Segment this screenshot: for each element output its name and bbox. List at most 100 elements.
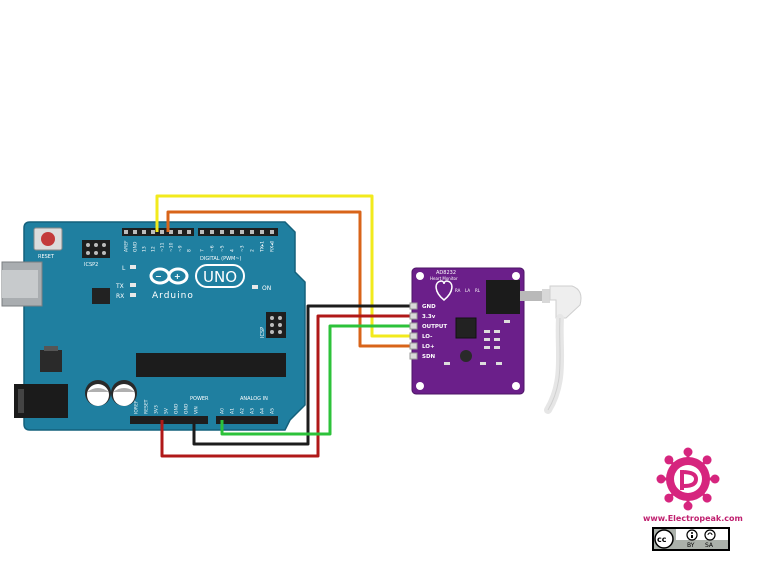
sensor-led [460,350,472,362]
digital-pin-label: 13 [142,246,148,252]
cc-icon [654,529,674,549]
analog-pin-label: A2 [240,408,246,414]
digital-pin-label: GND [133,241,139,252]
arduino-logo: − + Arduino UNO [149,264,245,301]
power-header [130,416,208,424]
digital-pin-label: ~11 [160,242,166,252]
sensor-pin-pad [409,312,418,320]
digital-pin-label: ~10 [169,242,175,252]
digital-pin-label: 12 [151,246,157,252]
license-sa: SA [705,542,714,549]
digital-pin-label: TX▸1 [260,241,266,253]
digital-label: DIGITAL (PWM~) [200,256,242,262]
led-label-l: L [122,265,126,272]
sa-icon [704,529,716,541]
wire-red [160,314,414,458]
digital-pin-socket [151,230,155,234]
arduino-uno-board: RESET ICSP2 L TX RX − + Arduino UNO [1,221,306,431]
on-label: ON [262,285,271,292]
digital-pin-socket [270,230,274,234]
digital-pin-socket [220,230,224,234]
svg-text:+: + [174,272,181,281]
audio-jack [486,280,520,314]
on-led [252,285,258,289]
digital-pin-label: ~3 [240,245,246,252]
power-pin-label: VIN [194,406,200,414]
analog-label: ANALOG IN [240,396,268,402]
digital-pin-label: ~9 [178,245,184,252]
digital-pin-socket [124,230,128,234]
analog-pin-label: A4 [260,408,266,414]
power-pin-label: RESET [144,399,150,414]
brand-url: www.Electropeak.com [643,514,743,523]
power-pin-label: IOREF [134,400,140,414]
sensor-subtitle: Heart Monitor [430,276,458,281]
sensor-title: AD8232 [436,270,456,276]
sensor-pin-label: 3.3v [422,314,436,320]
digital-pin-label: 4 [230,249,236,252]
digital-pin-label: RX◂0 [270,241,276,252]
sensor-pin-label: OUTPUT [422,324,447,330]
uno-badge [195,264,245,288]
analog-pin-label: A5 [270,408,276,414]
digital-pin-socket [142,230,146,234]
sensor-pin-label: LO+ [422,344,435,350]
reset-button-cap [41,232,55,246]
ra-label: RA [455,288,461,293]
digital-pin-socket [260,230,264,234]
audio-plug [520,285,582,414]
atmega-chip [136,353,286,377]
digital-pin-socket [169,230,173,234]
sensor-pin-pad [409,342,418,350]
cc-license-badge: cc BY SA [652,527,730,551]
sensor-pin-pad [409,302,418,310]
digital-pin-socket [133,230,137,234]
digital-pin-socket [250,230,254,234]
digital-pin-label: AREF [124,240,130,252]
digital-pin-label: ~5 [220,245,226,252]
usb-chip [92,288,110,304]
reset-label: RESET [38,254,55,260]
rl-label: RL [475,288,481,293]
sensor-pin-label: GND [422,304,436,310]
analog-pin-label: A0 [220,408,226,414]
capacitor-1 [85,380,111,406]
wire-black [192,304,414,446]
sensor-pin-pad [409,322,418,330]
power-pin-label: GND [174,403,180,414]
wire-green [220,324,414,436]
analog-header [216,416,278,424]
icsp2-label: ICSP2 [84,262,98,268]
infinity-icon [149,267,189,285]
heart-icon [435,280,453,301]
sensor-pin-pad [409,352,418,360]
digital-pin-label: 2 [250,249,256,252]
analog-pin-label: A1 [230,408,236,414]
analog-pin-label: A3 [250,408,256,414]
power-pin-label: 5V [164,407,170,414]
icsp-label: ICSP [260,327,266,338]
svg-text:cc: cc [657,535,667,544]
led-label-rx: RX [116,293,124,300]
sensor-pin-pad [409,332,418,340]
power-pin-label: 3V3 [154,405,160,414]
icsp2-header [82,240,110,258]
digital-pin-socket [160,230,164,234]
arduino-logo-text: Arduino [152,291,194,301]
wires [155,194,414,458]
license-by: BY [687,542,695,549]
capacitor-2 [111,380,137,406]
sensor-pin-label: LO- [422,334,432,340]
digital-pin-socket [210,230,214,234]
power-label: POWER [190,396,209,402]
arduino-board-body [23,221,306,431]
led-label-tx: TX [115,283,124,290]
uno-text: UNO [203,268,237,286]
digital-pin-label: 7 [200,249,206,252]
sensor-pin-label: SDN [422,354,436,360]
electropeak-logo: www.Electropeak.com [643,447,743,523]
wire-yellow [155,194,414,338]
digital-pin-socket [230,230,234,234]
sensor-ic [455,317,477,339]
